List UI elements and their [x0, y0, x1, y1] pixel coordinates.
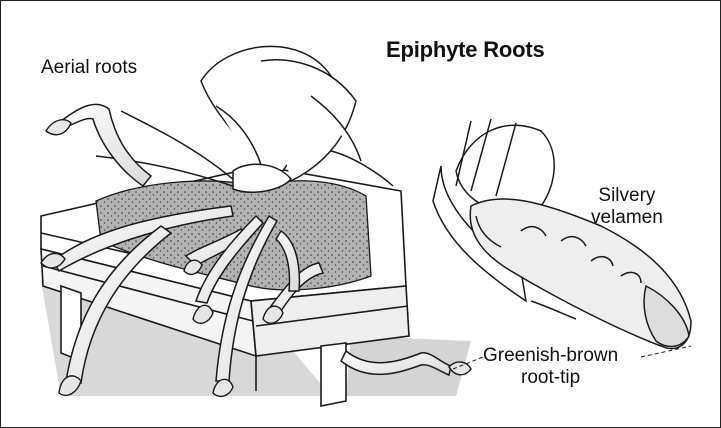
label-aerial-roots: Aerial roots: [41, 57, 137, 79]
label-silvery-velamen: Silvery velamen: [591, 185, 663, 229]
root-closeup: [433, 119, 691, 349]
root-1: [61, 104, 151, 186]
label-root-tip-line1: Greenish-brown: [483, 345, 618, 367]
label-silvery-line1: Silvery: [591, 185, 663, 207]
diagram-title: Epiphyte Roots: [386, 37, 545, 62]
label-silvery-line2: velamen: [591, 207, 663, 229]
label-root-tip-line2: root-tip: [483, 367, 618, 389]
label-root-tip: Greenish-brown root-tip: [483, 345, 618, 389]
